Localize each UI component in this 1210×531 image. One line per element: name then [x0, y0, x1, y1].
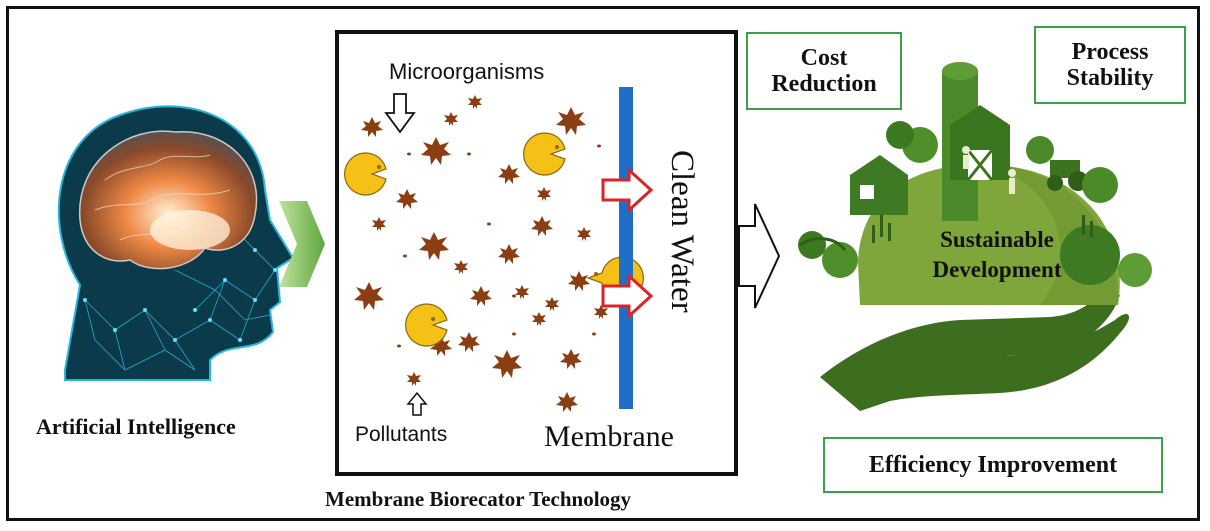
pollutants-pointer-icon: [406, 391, 428, 416]
sustainable-development-label: Sustainable Development: [907, 225, 1087, 285]
efficiency-improvement-box: Efficiency Improvement: [823, 437, 1163, 493]
mbr-title: Membrane Biorecator Technology: [325, 487, 632, 511]
cost-line: Cost: [800, 45, 848, 71]
earth-in-hand-icon: [798, 62, 1152, 411]
membrane-icon: [619, 87, 633, 409]
outline-arrow-icon: [738, 203, 781, 309]
reduction-line: Reduction: [771, 71, 877, 97]
ai-head-icon: [57, 105, 295, 381]
mbr-illustration: [344, 87, 654, 416]
microorganisms-label: Microorganisms: [389, 59, 545, 84]
sustainable-line: Sustainable: [940, 227, 1054, 252]
green-chevron-icon: [279, 201, 325, 287]
pollutants-label: Pollutants: [355, 423, 448, 446]
pollutant-particles: [354, 95, 608, 412]
clean-water-arrow-icon: [601, 166, 654, 320]
cost-reduction-box: Cost Reduction: [746, 32, 902, 110]
microorganisms-pointer-icon: [384, 93, 416, 134]
membrane-label: Membrane: [544, 420, 674, 453]
ai-label: Artificial Intelligence: [36, 414, 236, 439]
stability-line: Stability: [1066, 65, 1154, 91]
hand-icon: [820, 293, 1130, 411]
clean-water-label: Clean Water: [664, 150, 700, 313]
development-line: Development: [932, 257, 1062, 282]
process-line: Process: [1071, 39, 1149, 65]
process-stability-box: Process Stability: [1034, 26, 1186, 104]
